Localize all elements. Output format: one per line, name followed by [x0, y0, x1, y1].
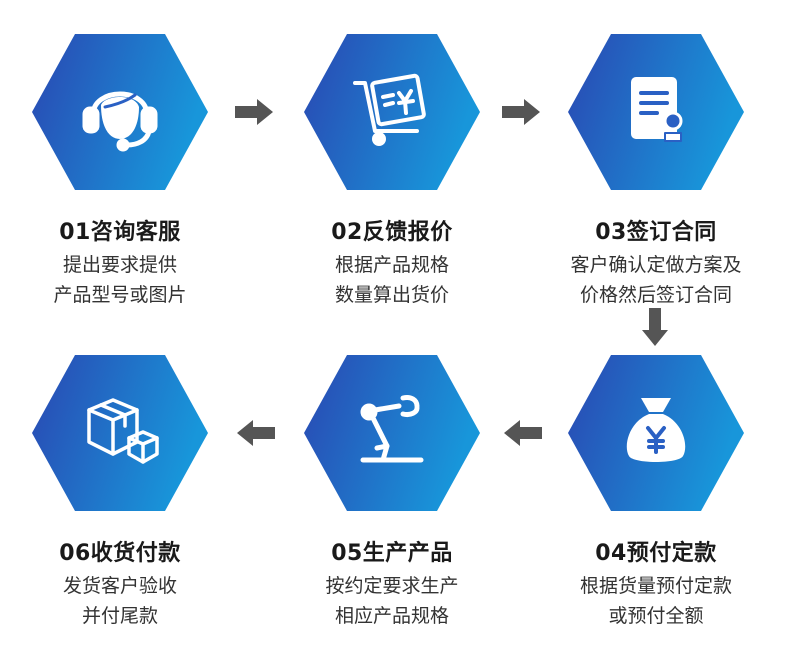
desc-line: 价格然后签订合同 [579, 284, 732, 306]
step-hexagon [30, 353, 210, 513]
arrow-right-icon [502, 99, 540, 125]
step-05: 05生产产品 按约定要求生产 相应产品规格 [272, 353, 512, 631]
desc-line: 根据货量预付定款 [579, 575, 732, 597]
desc-line: 客户确认定做方案及 [570, 254, 742, 276]
step-hexagon [302, 32, 482, 192]
desc-line: 提出要求提供 [62, 254, 177, 276]
desc-line: 相应产品规格 [334, 605, 449, 627]
step-hexagon [566, 32, 746, 192]
step-hexagon [30, 32, 210, 192]
step-hexagon [302, 353, 482, 513]
step-hexagon [566, 353, 746, 513]
step-title: 02反馈报价 [331, 220, 453, 245]
step-description: 根据货量预付定款 或预付全额 [536, 571, 776, 631]
desc-line: 数量算出货价 [334, 284, 449, 306]
desc-line: 根据产品规格 [334, 254, 449, 276]
arrow-right-icon [235, 99, 273, 125]
arrow-left-icon [504, 420, 542, 446]
contract-stamp-icon [611, 65, 701, 159]
step-title: 04预付定款 [595, 541, 717, 566]
step-06: 06收货付款 发货客户验收 并付尾款 [0, 353, 240, 631]
step-03: 03签订合同 客户确认定做方案及 价格然后签订合同 [536, 32, 776, 310]
desc-line: 发货客户验收 [62, 575, 177, 597]
step-description: 根据产品规格 数量算出货价 [272, 250, 512, 310]
step-01: 01咨询客服 提出要求提供 产品型号或图片 [0, 32, 240, 310]
step-title: 03签订合同 [595, 220, 717, 245]
step-title: 06收货付款 [59, 541, 181, 566]
step-title: 01咨询客服 [59, 220, 181, 245]
customer-service-headset-icon [75, 65, 165, 159]
arrow-down-icon [642, 308, 668, 346]
desc-line: 产品型号或图片 [53, 284, 187, 306]
step-04: 04预付定款 根据货量预付定款 或预付全额 [536, 353, 776, 631]
quote-cart-yen-icon [347, 65, 437, 159]
package-boxes-icon [75, 386, 165, 480]
step-title: 05生产产品 [331, 541, 453, 566]
step-description: 提出要求提供 产品型号或图片 [0, 250, 240, 310]
money-bag-yen-icon [611, 386, 701, 480]
arrow-left-icon [237, 420, 275, 446]
desc-line: 并付尾款 [81, 605, 158, 627]
step-description: 客户确认定做方案及 价格然后签订合同 [536, 250, 776, 310]
desc-line: 或预付全额 [608, 605, 704, 627]
desc-line: 按约定要求生产 [325, 575, 459, 597]
robot-arm-icon [347, 386, 437, 480]
step-02: 02反馈报价 根据产品规格 数量算出货价 [272, 32, 512, 310]
step-description: 按约定要求生产 相应产品规格 [272, 571, 512, 631]
step-description: 发货客户验收 并付尾款 [0, 571, 240, 631]
